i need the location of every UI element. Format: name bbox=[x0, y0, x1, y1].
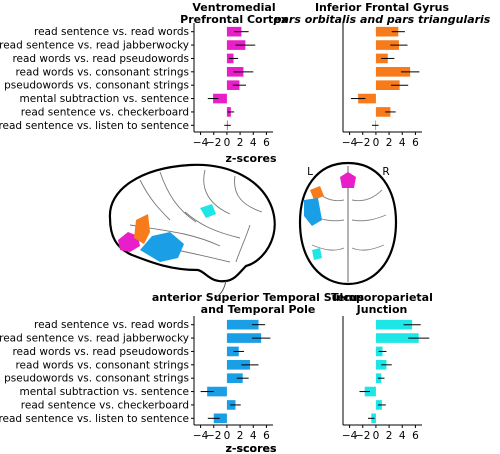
bar bbox=[226, 346, 239, 357]
category-label: read words vs. consonant strings bbox=[15, 66, 189, 78]
x-tick-label: 2 bbox=[237, 137, 244, 149]
chart-title: Ventromedial bbox=[192, 1, 275, 14]
category-label: read sentence vs. read words bbox=[34, 319, 189, 331]
x-tick-label: 0 bbox=[224, 137, 231, 149]
category-label: read sentence vs. read jabberwocky bbox=[0, 40, 189, 52]
bar bbox=[375, 80, 400, 91]
x-tick-label: −4 bbox=[193, 137, 209, 149]
x-tick-label: −4 bbox=[342, 137, 358, 149]
x-axis-label: z-scores bbox=[225, 442, 276, 454]
x-tick-label: −2 bbox=[355, 137, 370, 149]
x-tick-label: −2 bbox=[355, 430, 370, 442]
x-tick-label: 2 bbox=[237, 430, 244, 442]
brain-sagittal-view bbox=[108, 163, 276, 299]
x-tick-label: 4 bbox=[250, 137, 257, 149]
bar bbox=[213, 413, 227, 424]
bar bbox=[375, 40, 399, 50]
x-tick-label: 6 bbox=[412, 430, 419, 442]
chart-subtitle: and Temporal Pole bbox=[201, 303, 316, 316]
category-label: read words vs. read pseudowords bbox=[12, 346, 189, 358]
x-tick-label: 6 bbox=[263, 137, 270, 149]
category-label: read words vs. consonant strings bbox=[15, 359, 189, 371]
bar bbox=[375, 26, 399, 37]
x-tick-label: 0 bbox=[373, 137, 380, 149]
bar bbox=[375, 319, 413, 330]
bar bbox=[226, 319, 259, 330]
x-tick-label: −2 bbox=[206, 137, 221, 149]
chart-subtitle: pars orbitalis and pars triangularis bbox=[273, 13, 491, 26]
x-tick-label: 4 bbox=[399, 430, 406, 442]
top-xaxis-label: z-scores bbox=[225, 152, 276, 165]
category-label: read sentence vs. read jabberwocky bbox=[0, 333, 189, 345]
x-tick-label: −4 bbox=[193, 430, 209, 442]
category-label: read sentence vs. listen to sentence bbox=[0, 120, 189, 132]
category-label: read pseudowords vs. consonant strings bbox=[0, 80, 189, 92]
x-tick-label: 6 bbox=[412, 137, 419, 149]
category-label: read words vs. read pseudowords bbox=[12, 53, 189, 65]
x-tick-label: −2 bbox=[206, 430, 221, 442]
x-tick-label: 0 bbox=[224, 430, 231, 442]
bar bbox=[375, 107, 391, 117]
category-label: read pseudowords vs. consonant strings bbox=[0, 373, 189, 385]
chart-subtitle: Prefrontal Cortex bbox=[180, 13, 288, 26]
x-tick-label: 2 bbox=[386, 430, 393, 442]
x-tick-label: 4 bbox=[250, 430, 257, 442]
bar bbox=[226, 373, 243, 384]
chart-title: Temporoparietal bbox=[331, 291, 433, 304]
x-axis-label: z-scores bbox=[225, 442, 276, 454]
x-tick-label: 6 bbox=[263, 430, 270, 442]
bar bbox=[375, 66, 411, 77]
bar bbox=[226, 333, 262, 343]
chart-title: Inferior Frontal Gyrus bbox=[315, 1, 450, 14]
category-label: read sentence vs. checkerboard bbox=[21, 399, 189, 411]
x-tick-label: −4 bbox=[342, 430, 358, 442]
x-tick-label: 2 bbox=[386, 137, 393, 149]
category-label: mental subtraction vs. sentence bbox=[20, 386, 189, 398]
x-tick-label: 0 bbox=[373, 430, 380, 442]
bar bbox=[207, 386, 227, 397]
bar bbox=[375, 333, 419, 343]
category-label: read sentence vs. listen to sentence bbox=[0, 413, 189, 425]
brain-axial-view: L R bbox=[298, 161, 398, 286]
hemisphere-left-label: L bbox=[307, 166, 313, 178]
category-label: read sentence vs. read words bbox=[34, 26, 189, 38]
chart-title: anterior Superior Temporal Sulcus bbox=[152, 291, 365, 304]
category-label: mental subtraction vs. sentence bbox=[20, 93, 189, 105]
bar bbox=[226, 359, 250, 370]
hemisphere-right-label: R bbox=[382, 166, 389, 178]
chart-subtitle: Junction bbox=[356, 303, 408, 316]
category-label: read sentence vs. checkerboard bbox=[21, 106, 189, 118]
bar bbox=[213, 93, 227, 104]
x-tick-label: 4 bbox=[399, 137, 406, 149]
bar bbox=[364, 386, 376, 397]
bar bbox=[358, 93, 376, 104]
